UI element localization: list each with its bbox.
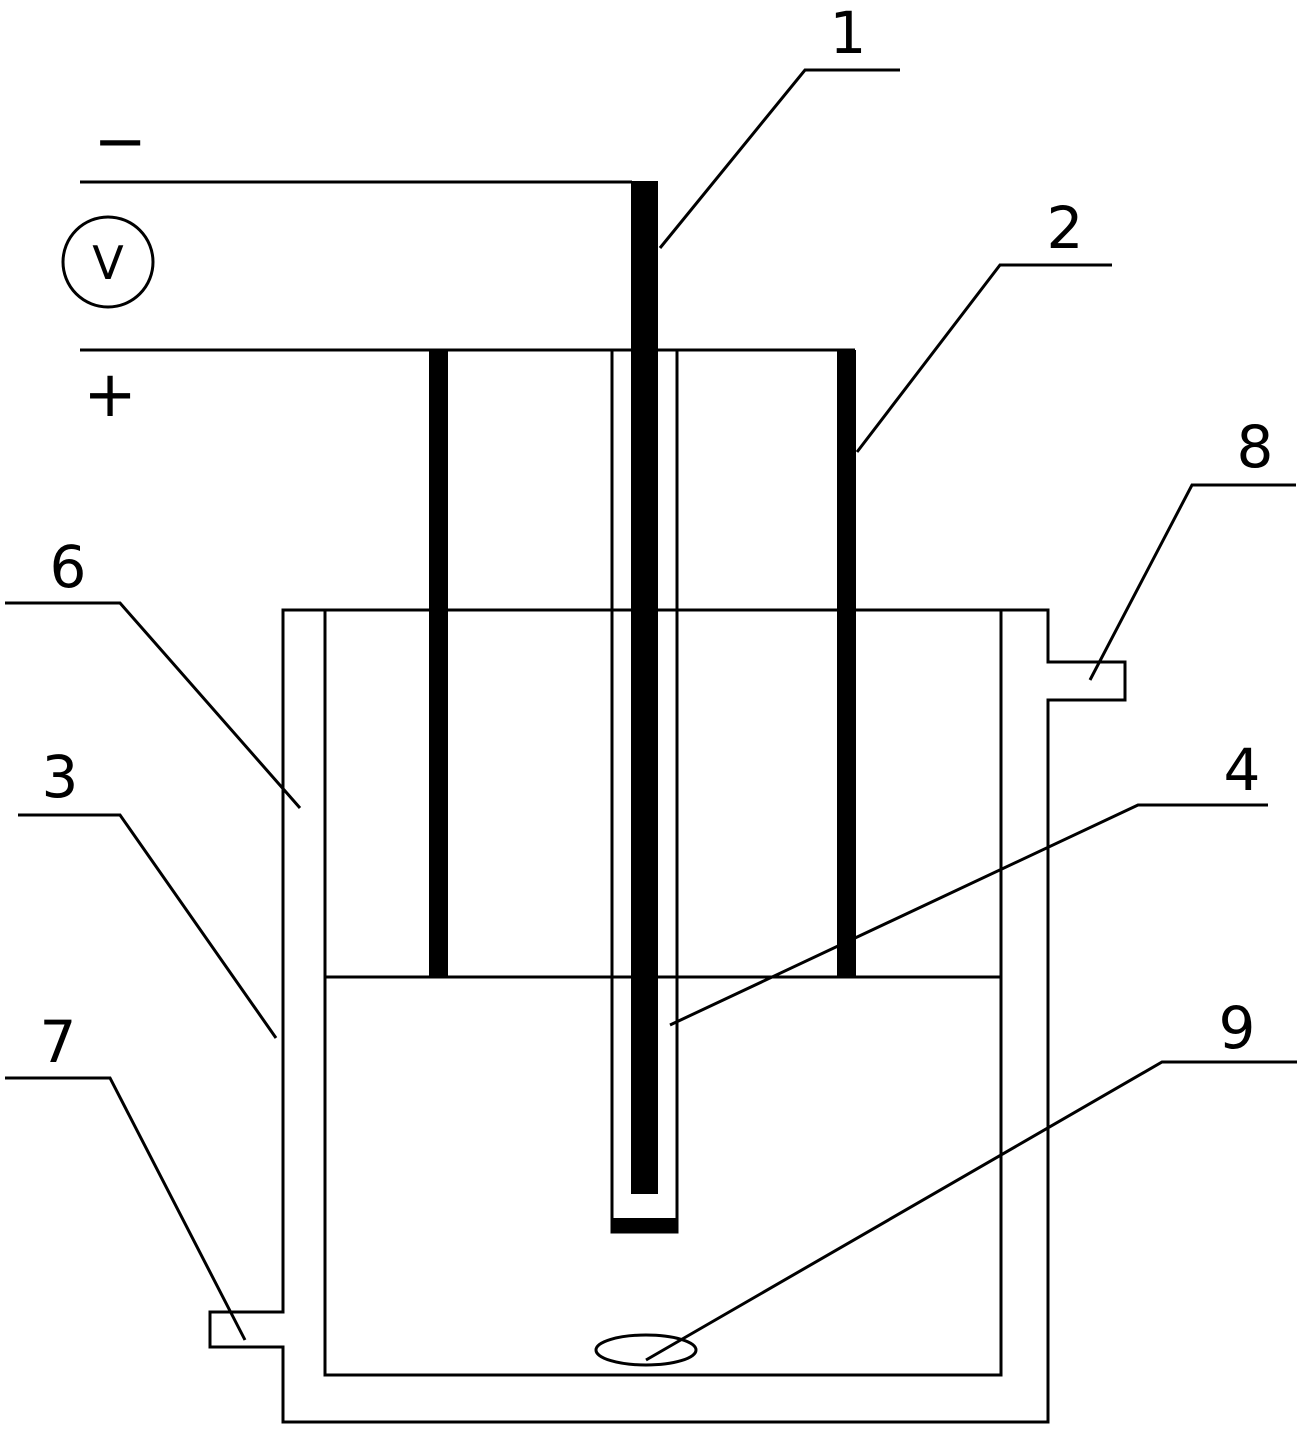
label-7: 7	[39, 1008, 77, 1076]
leader-line-4	[669, 803, 1268, 1027]
voltmeter-letter: V	[92, 236, 124, 290]
positive-sign: +	[83, 358, 137, 432]
negative-sign: −	[93, 105, 147, 179]
label-6: 6	[49, 533, 87, 601]
voltmeter-icon	[61, 215, 155, 309]
glass-tube-bottom	[612, 1218, 678, 1233]
outer-jacket	[208, 608, 1127, 1424]
label-1: 1	[829, 0, 867, 67]
leader-line-8	[1088, 483, 1296, 681]
leader-line-1	[658, 68, 900, 249]
leader-line-7	[5, 1076, 247, 1341]
label-4: 4	[1223, 736, 1261, 804]
cathode-rod	[631, 181, 658, 1194]
label-9: 9	[1218, 994, 1256, 1062]
inner-cell	[323, 608, 1003, 1377]
leader-line-2	[855, 263, 1112, 453]
label-2: 2	[1046, 194, 1084, 262]
stir-bar	[594, 1333, 698, 1367]
leader-line-9	[645, 1060, 1297, 1362]
leader-line-3	[18, 813, 278, 1039]
leader-line-6	[5, 601, 302, 809]
anode-right	[837, 350, 856, 977]
label-3: 3	[41, 743, 79, 811]
label-8: 8	[1236, 413, 1274, 481]
anode-left	[429, 350, 448, 977]
